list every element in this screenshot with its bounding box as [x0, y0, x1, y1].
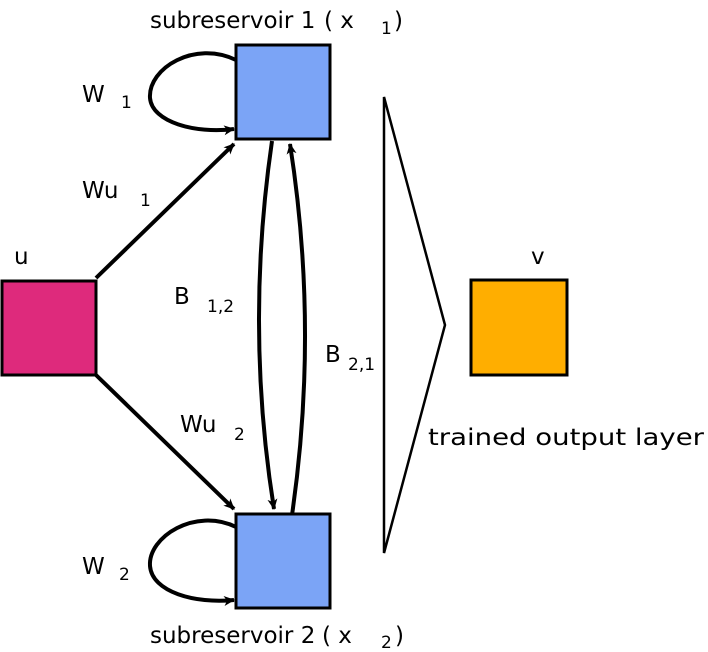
wu2-label-sub: 2 [234, 425, 245, 445]
w1-self-loop [147, 51, 237, 136]
subreservoir-1-state-close: ) [394, 8, 403, 34]
w1-label: W [82, 82, 105, 108]
w2-self-loop [147, 518, 237, 606]
w2-label-sub: 2 [119, 565, 130, 585]
w1-label-sub: 1 [121, 93, 132, 113]
b21-label: B [325, 342, 341, 368]
subreservoir-2-title: subreservoir 2 [150, 623, 315, 649]
input-node-u [0, 279, 98, 377]
b12-label-sub: 1,2 [207, 297, 234, 317]
readout-triangle [382, 96, 447, 554]
subreservoir-1-node [234, 43, 332, 141]
b12-label: B [174, 284, 190, 310]
readout-label: trained output layer [428, 425, 705, 451]
wu2-label: Wu [180, 412, 217, 438]
subreservoir-1-title: subreservoir 1 [150, 8, 315, 34]
output-node-v [469, 278, 569, 377]
wu1-label-sub: 1 [140, 191, 151, 211]
subreservoir-2-state-close: ) [395, 623, 404, 649]
b12-arrow [257, 140, 278, 510]
b21-label-sub: 2,1 [348, 355, 375, 375]
wu2-arrow [94, 373, 236, 511]
wu1-arrow [94, 142, 236, 280]
subreservoir-2-state-sub: 2 [381, 633, 392, 652]
b21-arrow [286, 143, 307, 516]
input-label-u: u [14, 244, 29, 270]
output-label-v: v [531, 244, 545, 270]
subreservoir-2-state-open: ( x [322, 623, 352, 649]
w2-label: W [82, 554, 105, 580]
subreservoir-2-node [234, 512, 332, 610]
subreservoir-1-state-sub: 1 [381, 19, 392, 39]
wu1-label: Wu [82, 178, 119, 204]
subreservoir-1-state-open: ( x [324, 8, 354, 34]
